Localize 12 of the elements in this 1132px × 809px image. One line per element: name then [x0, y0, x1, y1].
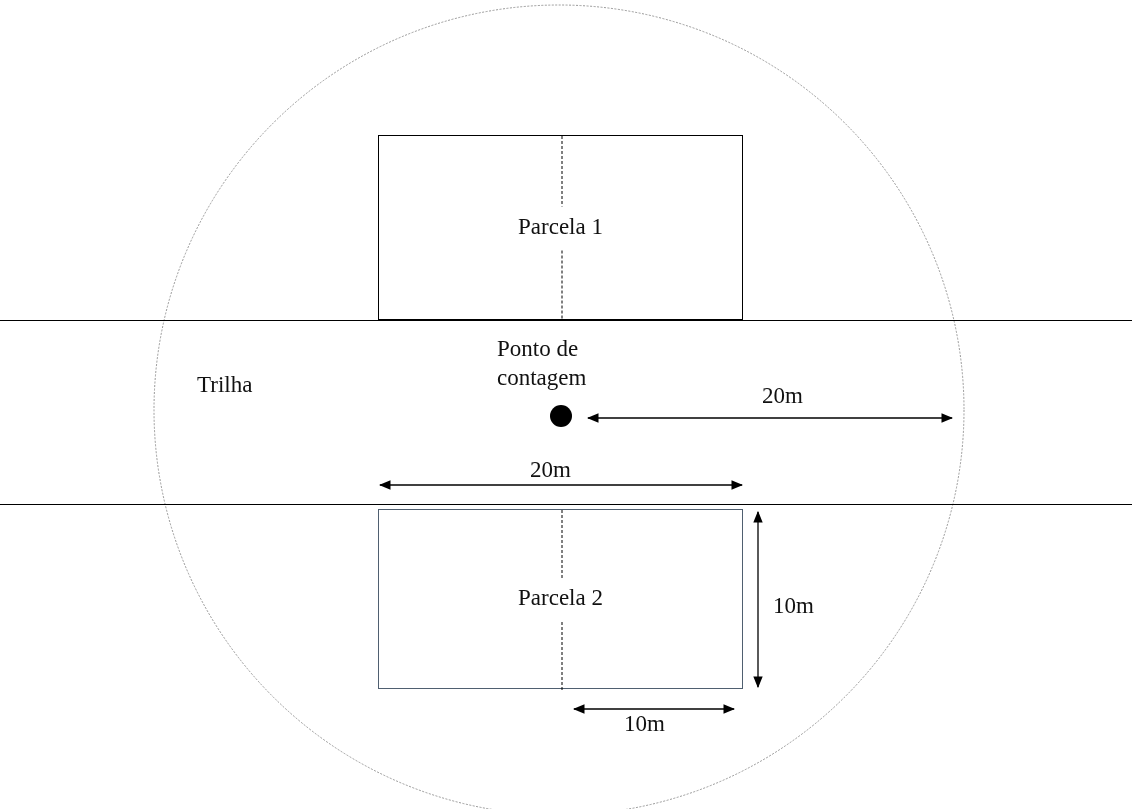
plot-label: Parcela 1 [518, 212, 603, 241]
point-label: Ponto de contagem [497, 335, 588, 392]
plot-rectangle [378, 509, 743, 689]
dimension-label: 20m [530, 456, 571, 484]
dimension-label: 10m [624, 710, 665, 738]
count-point-dot [550, 405, 572, 427]
trail-band [0, 320, 1132, 505]
plot-rectangle [378, 135, 743, 320]
dimension-label: 10m [773, 592, 814, 620]
trail-label: Trilha [197, 371, 253, 399]
dimension-label: 20m [762, 382, 803, 410]
plot-label: Parcela 2 [518, 584, 603, 612]
